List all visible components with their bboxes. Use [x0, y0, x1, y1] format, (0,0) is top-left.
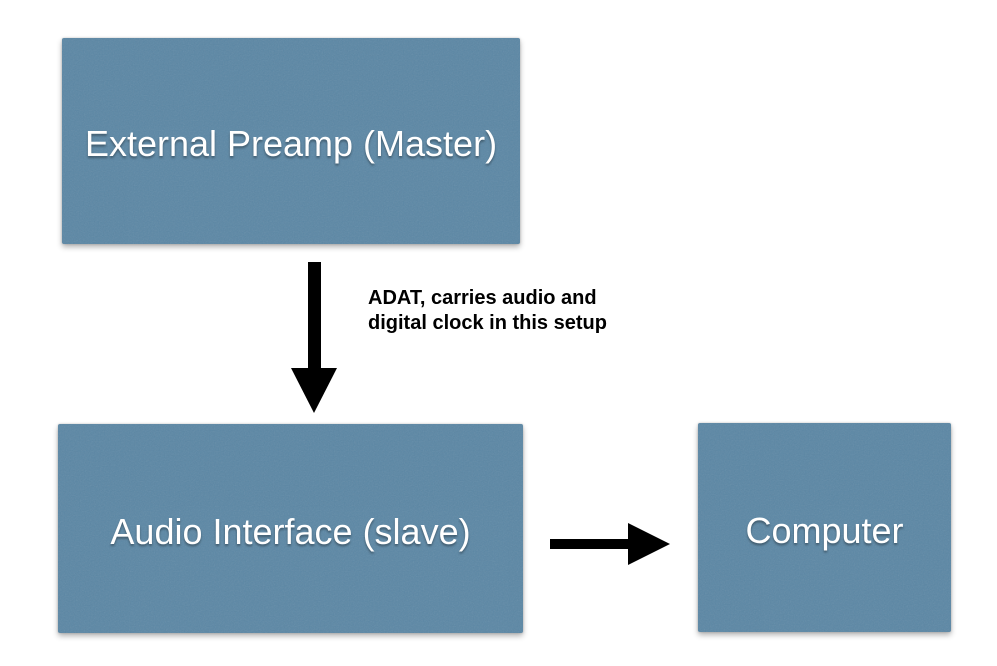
node-label-external-preamp: External Preamp (Master) [84, 123, 498, 164]
right-arrow-icon [550, 523, 670, 565]
node-computer: Computer [698, 423, 951, 632]
node-label-audio-interface: Audio Interface (slave) [110, 510, 471, 552]
node-label-computer: Computer [745, 509, 904, 551]
edge-label-line-2: digital clock in this setup [368, 312, 607, 334]
node-external-preamp: External Preamp (Master) [62, 38, 520, 244]
edge-label-line-1: ADAT, carries audio and [368, 287, 597, 309]
adat-edge-label: ADAT, carries audio and digital clock in… [368, 286, 607, 336]
node-audio-interface: Audio Interface (slave) [58, 424, 523, 633]
down-arrow-icon [291, 262, 337, 413]
